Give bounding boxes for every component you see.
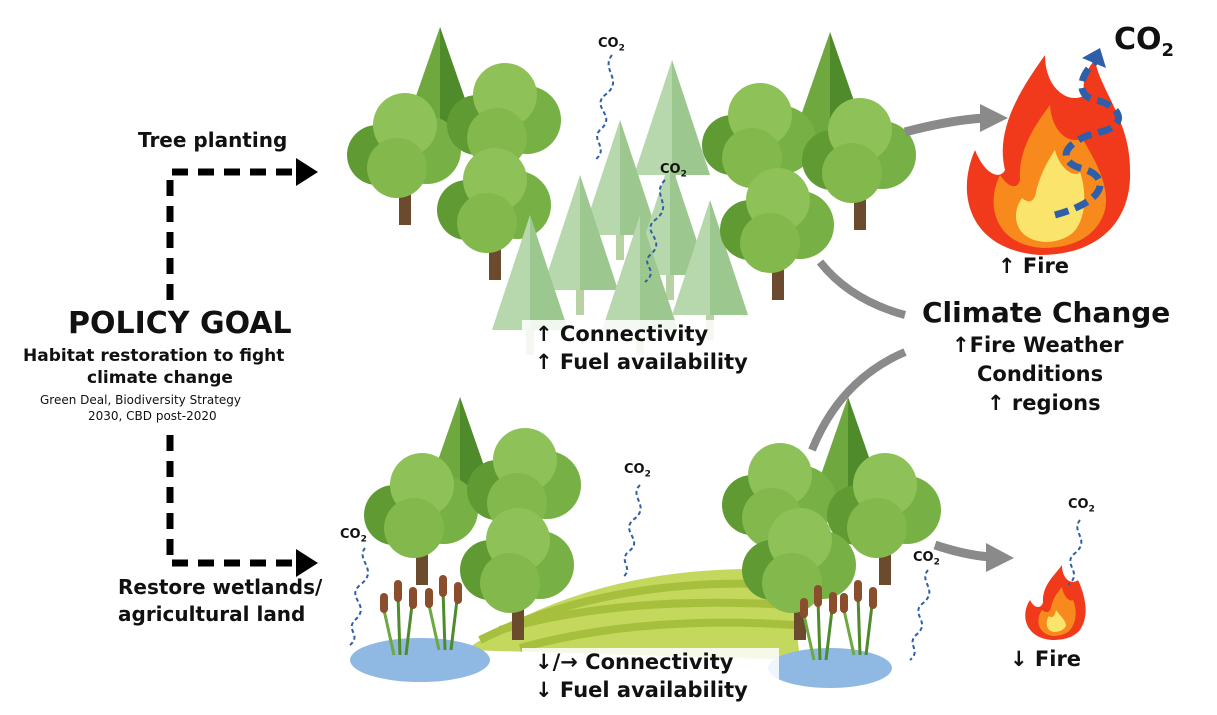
co2-label: CO2 bbox=[598, 36, 625, 54]
arrow-head-fire-bottom bbox=[986, 543, 1014, 572]
broadleaf-tree bbox=[720, 168, 834, 300]
arrow-forest-to-fire bbox=[903, 113, 986, 137]
arrow-head-fire-top bbox=[980, 104, 1008, 132]
bottom-landscape bbox=[350, 397, 941, 688]
bottom-effects-box bbox=[522, 648, 779, 710]
restore-label-line1: Restore wetlands/ bbox=[118, 575, 323, 599]
tree-planting-label: Tree planting bbox=[138, 128, 288, 152]
climate-change-title: Climate Change bbox=[922, 296, 1171, 329]
climate-line3: ↑ regions bbox=[987, 391, 1101, 415]
wetland-water-left bbox=[350, 638, 490, 682]
co2-label: CO2 bbox=[660, 162, 687, 180]
top-effects-box bbox=[522, 320, 774, 382]
bottom-fuel-label: ↓ Fuel availability bbox=[535, 678, 748, 702]
large-fire-icon bbox=[966, 55, 1131, 255]
bottom-connectivity-label: ↓/→ Connectivity bbox=[535, 650, 734, 674]
policy-source-line2: 2030, CBD post-2020 bbox=[88, 409, 217, 423]
arrow-forest-to-fire-bottom bbox=[933, 540, 991, 562]
climate-link-top bbox=[816, 259, 907, 319]
co2-large-label: CO2 bbox=[1114, 22, 1175, 61]
climate-line2: Conditions bbox=[977, 362, 1104, 386]
policy-subtitle-line2: climate change bbox=[87, 368, 233, 388]
co2-label: CO2 bbox=[340, 527, 367, 545]
co2-label: CO2 bbox=[1068, 497, 1095, 515]
policy-source-line1: Green Deal, Biodiversity Strategy bbox=[40, 393, 241, 407]
climate-line1: ↑Fire Weather bbox=[952, 333, 1124, 357]
co2-label: CO2 bbox=[624, 462, 651, 480]
dashed-connector-bottom bbox=[166, 435, 300, 567]
cattail-plant bbox=[838, 578, 879, 657]
top-forest bbox=[347, 26, 916, 355]
climate-link-bottom bbox=[808, 348, 907, 452]
co2-arrowhead bbox=[1082, 48, 1106, 68]
dashed-arrowhead-bottom bbox=[296, 549, 318, 577]
dashed-connector-top bbox=[166, 168, 300, 300]
co2-rising-squiggle bbox=[1054, 59, 1122, 219]
co2-label: CO2 bbox=[913, 550, 940, 568]
top-connectivity-label: ↑ Connectivity bbox=[535, 322, 709, 346]
small-fire-icon bbox=[1025, 565, 1086, 640]
dashed-arrowhead-top bbox=[296, 158, 318, 186]
wetland-water-right bbox=[768, 648, 892, 688]
fire-decrease-label: ↓ Fire bbox=[1010, 647, 1082, 671]
top-fuel-label: ↑ Fuel availability bbox=[535, 350, 748, 374]
fire-increase-label: ↑ Fire bbox=[998, 254, 1070, 278]
policy-subtitle-line1: Habitat restoration to fight bbox=[23, 346, 285, 366]
policy-title: POLICY GOAL bbox=[68, 306, 292, 341]
co2-squiggles bbox=[349, 54, 1083, 661]
restore-label-line2: agricultural land bbox=[118, 602, 306, 626]
